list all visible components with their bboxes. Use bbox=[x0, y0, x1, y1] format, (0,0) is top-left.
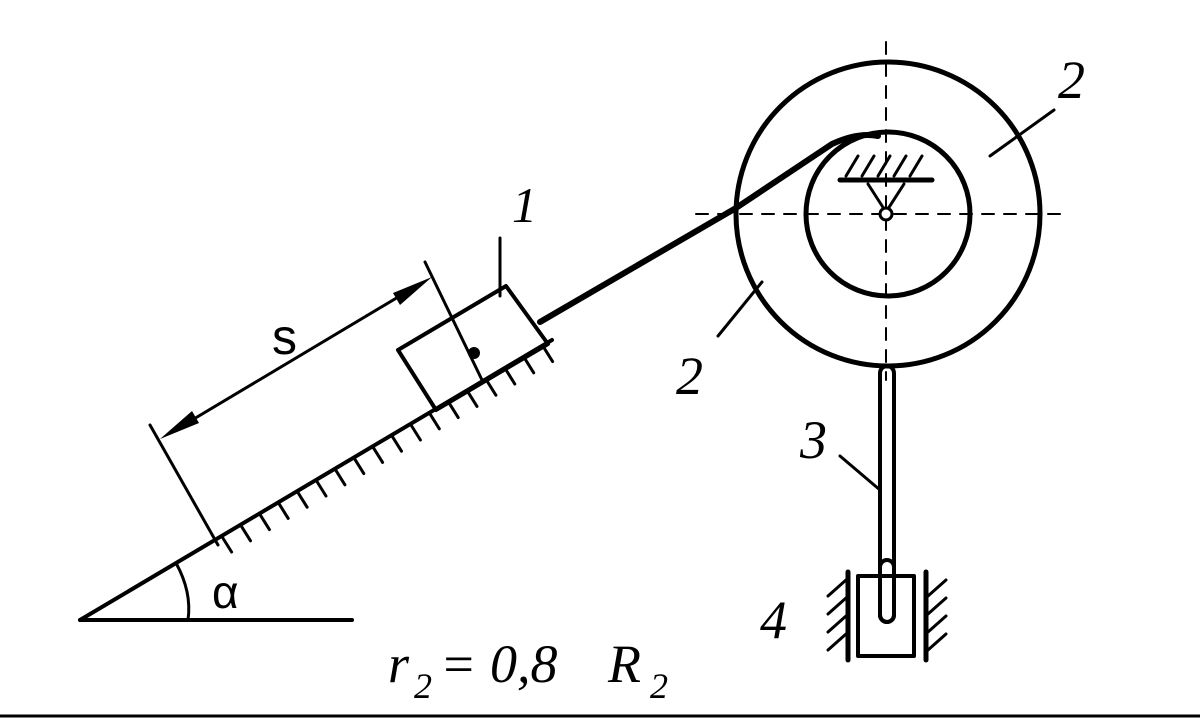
incline-hatch-tick bbox=[427, 411, 441, 431]
incline-hatch-tick bbox=[390, 433, 403, 453]
guide-right-hatching bbox=[926, 578, 948, 652]
formula-equals-value: = 0,8 bbox=[440, 634, 557, 694]
incline-hatch-tick bbox=[408, 422, 422, 442]
formula-R: R bbox=[607, 634, 641, 694]
body-1-center-dot bbox=[468, 347, 480, 359]
rope bbox=[537, 205, 739, 325]
incline-hatch-tick bbox=[314, 478, 328, 498]
dimension-extension-right bbox=[423, 260, 484, 382]
angle-arc bbox=[174, 561, 191, 622]
rod-3-leader bbox=[838, 454, 882, 492]
wheel-2-outer-label: 2 bbox=[1058, 50, 1085, 110]
incline-hatch-tick bbox=[239, 523, 252, 543]
incline-hatch-tick bbox=[352, 456, 366, 476]
incline-hatch-tick bbox=[333, 467, 347, 487]
wheel-axle bbox=[878, 206, 894, 222]
rod-3-lower-end bbox=[878, 558, 896, 624]
rod-3 bbox=[878, 364, 896, 624]
support-hatching bbox=[844, 154, 924, 178]
wheel-2-inner bbox=[803, 129, 973, 299]
dimension-line-s bbox=[170, 282, 422, 434]
dimension-arrowhead-right bbox=[393, 277, 432, 305]
slider-4 bbox=[856, 574, 916, 658]
body-1-label: 1 bbox=[512, 177, 537, 233]
wheel-2-inner-leader bbox=[716, 280, 764, 338]
dimension-extension-left bbox=[148, 423, 220, 547]
wheel-2-outer-leader bbox=[988, 108, 1056, 158]
incline-hatching bbox=[220, 344, 555, 554]
rod-3-label: 3 bbox=[799, 410, 827, 470]
incline-hatch-tick bbox=[220, 534, 234, 554]
dimension-arrowhead-left bbox=[160, 411, 199, 439]
incline-hatch-tick bbox=[446, 400, 460, 420]
formula: r 2 = 0,8 R 2 bbox=[388, 634, 668, 706]
guide-left-hatching bbox=[826, 578, 848, 652]
angle-label: α bbox=[212, 566, 239, 618]
incline-hatch-tick bbox=[257, 512, 271, 532]
wheel-2-inner-label: 2 bbox=[676, 346, 703, 406]
formula-R-subscript: 2 bbox=[650, 666, 668, 706]
displacement-label: s bbox=[272, 309, 297, 365]
formula-r-subscript: 2 bbox=[414, 666, 432, 706]
slider-4-label: 4 bbox=[760, 590, 787, 650]
incline-hatch-tick bbox=[371, 444, 385, 464]
incline-hatch-tick bbox=[295, 489, 309, 509]
incline-hatch-tick bbox=[276, 500, 290, 520]
formula-r: r bbox=[388, 634, 410, 694]
body-1-block bbox=[396, 284, 550, 412]
